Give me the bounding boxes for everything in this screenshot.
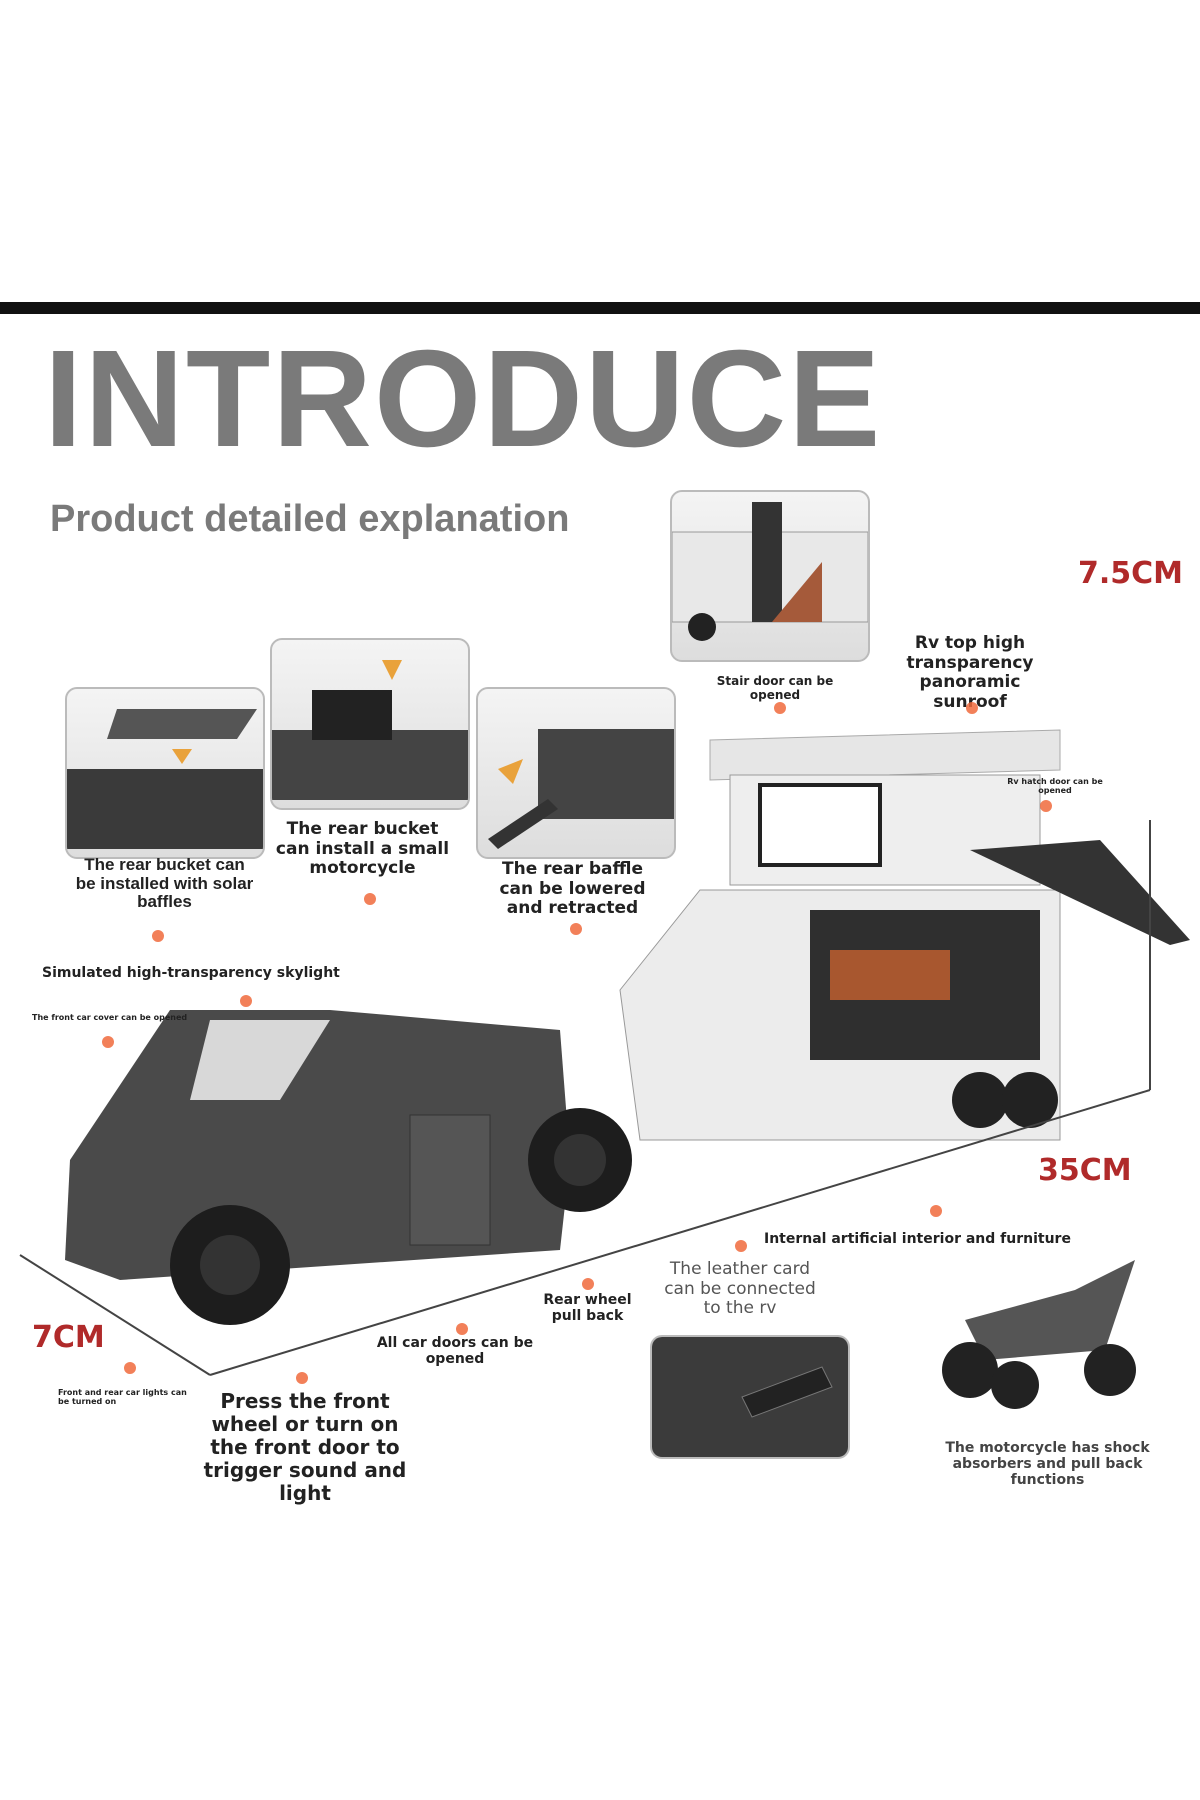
page-subtitle: Product detailed explanation: [50, 498, 570, 540]
label-skylight: Simulated high-transparency skylight: [42, 965, 340, 981]
callout-dot: [456, 1323, 468, 1335]
label-stair-door: Stair door can be opened: [716, 674, 834, 702]
motorcycle-bucket-image: [270, 638, 470, 810]
solar-baffle-image: [65, 687, 265, 859]
label-baffle: The rear baffle can be lowered and retra…: [499, 859, 646, 919]
length-dimension: 35CM: [1038, 1153, 1132, 1188]
top-divider: [0, 302, 1200, 314]
callout-dot: [364, 893, 376, 905]
callout-dot: [570, 923, 582, 935]
label-doors: All car doors can be opened: [376, 1335, 534, 1368]
width-dimension: 7CM: [32, 1320, 105, 1355]
label-pull-back: Rear wheel pull back: [543, 1292, 632, 1325]
callout-dot: [930, 1205, 942, 1217]
label-front-cover: The front car cover can be opened: [32, 1013, 188, 1022]
height-dimension: 7.5CM: [1078, 556, 1184, 591]
callout-dot: [582, 1278, 594, 1290]
label-hatch: Rv hatch door can be opened: [1007, 777, 1103, 796]
callout-dot: [1040, 800, 1052, 812]
callout-dot: [102, 1036, 114, 1048]
motorcycle-image: [925, 1240, 1145, 1425]
callout-dot: [296, 1372, 308, 1384]
label-interior: Internal artificial interior and furnitu…: [764, 1231, 1071, 1247]
label-solar: The rear bucket can be installed with so…: [75, 855, 254, 912]
label-sunroof: Rv top high transparency panoramic sunro…: [906, 633, 1034, 711]
cybertruck-rv-illustration: [19, 729, 1190, 1376]
callout-dot: [152, 930, 164, 942]
callout-dot: [966, 702, 978, 714]
rear-baffle-image: [476, 687, 676, 859]
callout-dot: [774, 702, 786, 714]
page-title: INTRODUCE: [44, 322, 883, 476]
stair-door-image: [670, 490, 870, 662]
label-lights: Front and rear car lights can be turned …: [58, 1388, 187, 1407]
callout-dot: [240, 995, 252, 1007]
label-sound-light: Press the front wheel or turn on the fro…: [203, 1389, 407, 1505]
callout-dot: [735, 1240, 747, 1252]
leather-card-image: [650, 1335, 850, 1459]
label-motorcycle: The rear bucket can install a small moto…: [275, 819, 450, 879]
label-moto-shock: The motorcycle has shock absorbers and p…: [945, 1440, 1150, 1489]
callout-dot: [124, 1362, 136, 1374]
label-leather-card: The leather card can be connected to the…: [664, 1259, 816, 1319]
